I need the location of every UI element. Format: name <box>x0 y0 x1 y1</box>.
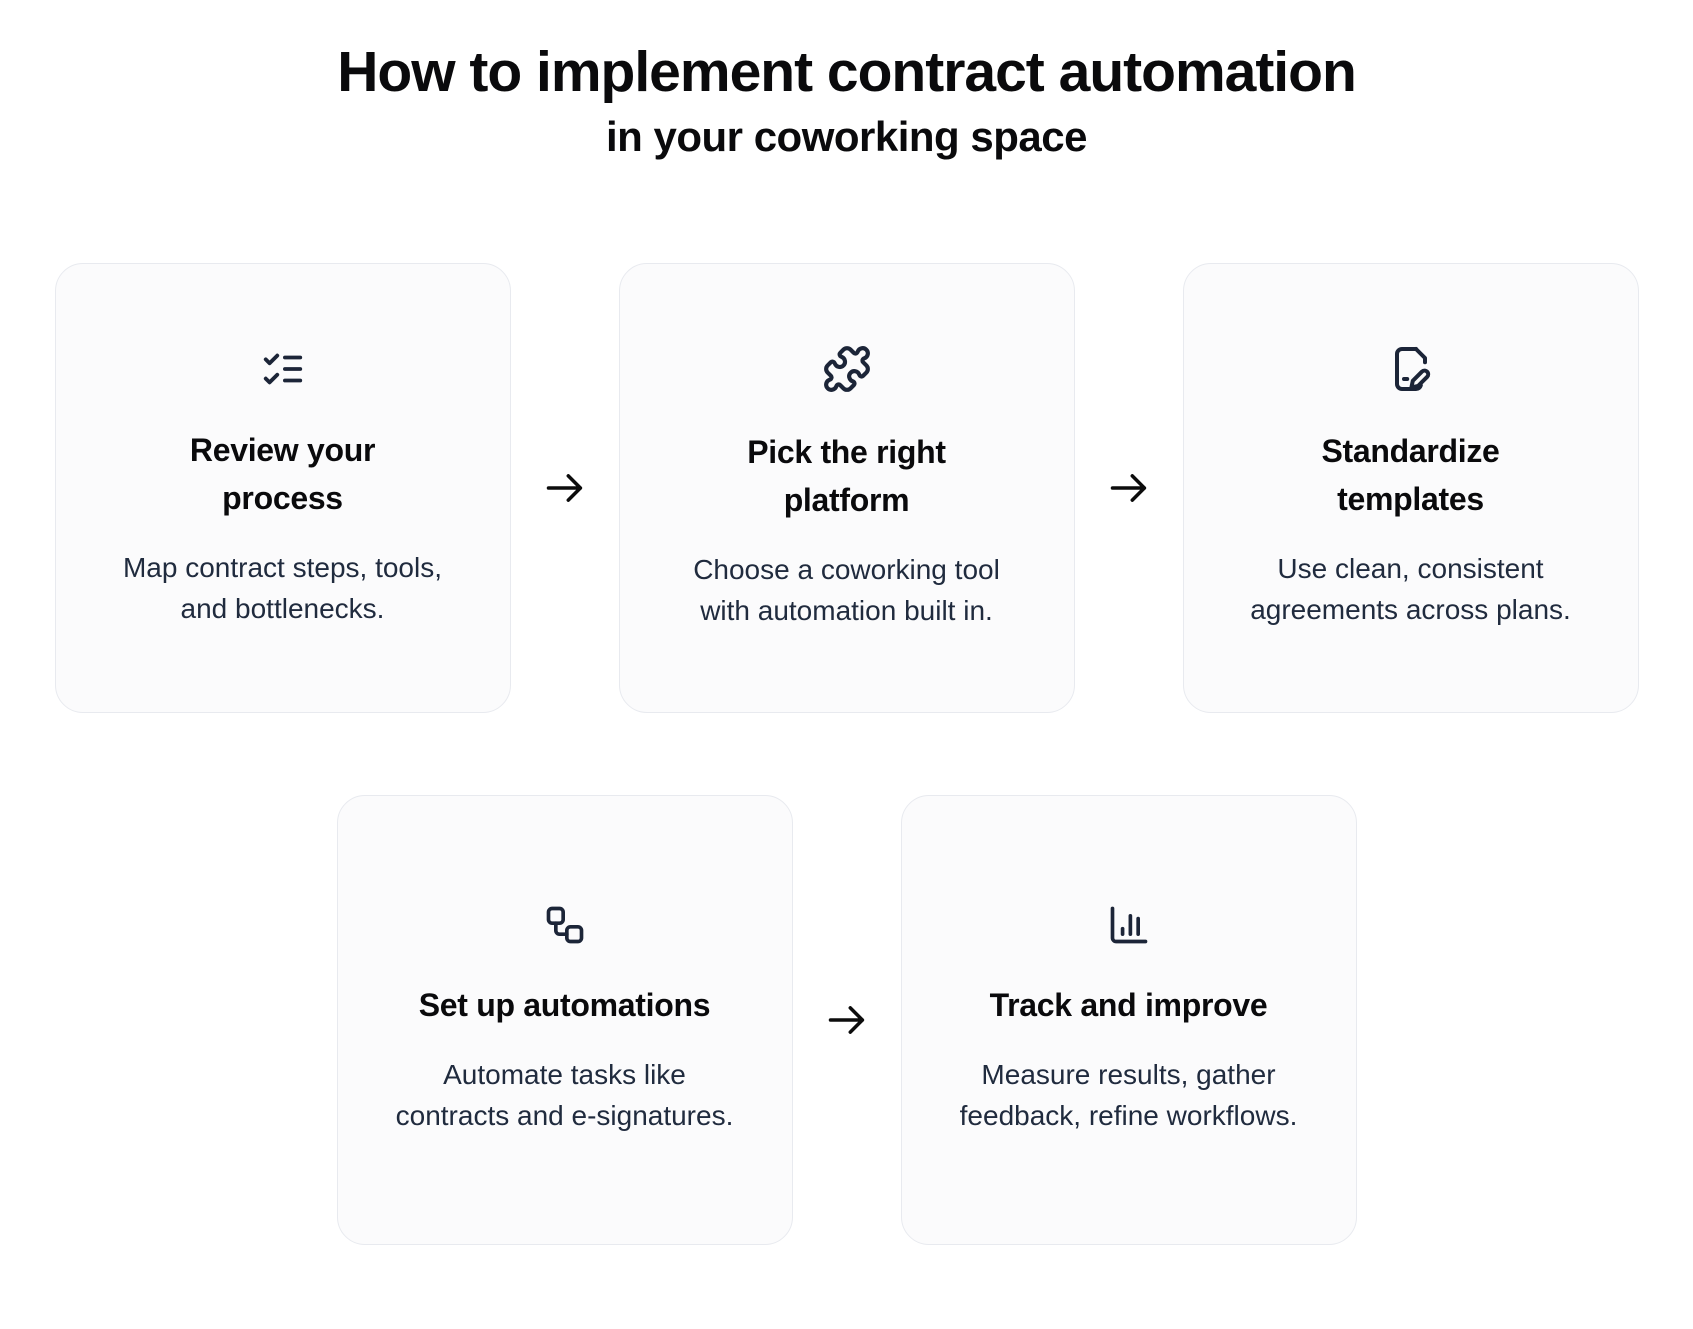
step-card-pick-platform: Pick the right platform Choose a coworki… <box>618 262 1075 713</box>
arrow-right-icon <box>1075 466 1183 510</box>
steps-diagram: Review your process Map contract steps, … <box>0 262 1693 1245</box>
steps-row-1: Review your process Map contract steps, … <box>0 262 1693 713</box>
card-title: Review your process <box>189 432 376 517</box>
card-description: Choose a coworking tool with automation … <box>693 554 1000 626</box>
header: How to implement contract automation in … <box>0 38 1693 165</box>
page-title: How to implement contract automation <box>337 40 1357 104</box>
card-description: Automate tasks like contracts and e-sign… <box>395 1059 734 1131</box>
step-card-review-process: Review your process Map contract steps, … <box>54 262 511 713</box>
card-description: Use clean, consistent agreements across … <box>1250 553 1571 625</box>
card-title: Track and improve <box>989 987 1268 1024</box>
document-edit-icon <box>1394 347 1430 392</box>
card-title: Pick the right platform <box>747 434 946 519</box>
bar-chart-icon <box>1110 907 1147 944</box>
page-subtitle: in your coworking space <box>606 113 1087 161</box>
card-title: Set up automations <box>418 987 711 1024</box>
step-card-standardize-templates: Standardize templates Use clean, consist… <box>1182 262 1639 713</box>
arrow-right-icon <box>511 466 619 510</box>
card-description: Measure results, gather feedback, refine… <box>959 1059 1298 1131</box>
checklist-icon <box>263 354 302 385</box>
card-title: Standardize templates <box>1321 433 1500 518</box>
workflow-icon <box>546 907 583 944</box>
steps-row-2: Set up automations Automate tasks like c… <box>0 794 1693 1245</box>
puzzle-icon <box>823 346 870 393</box>
card-description: Map contract steps, tools, and bottlenec… <box>122 552 443 624</box>
step-card-set-up-automations: Set up automations Automate tasks like c… <box>336 794 793 1245</box>
step-card-track-and-improve: Track and improve Measure results, gathe… <box>900 794 1357 1245</box>
arrow-right-icon <box>793 998 901 1042</box>
